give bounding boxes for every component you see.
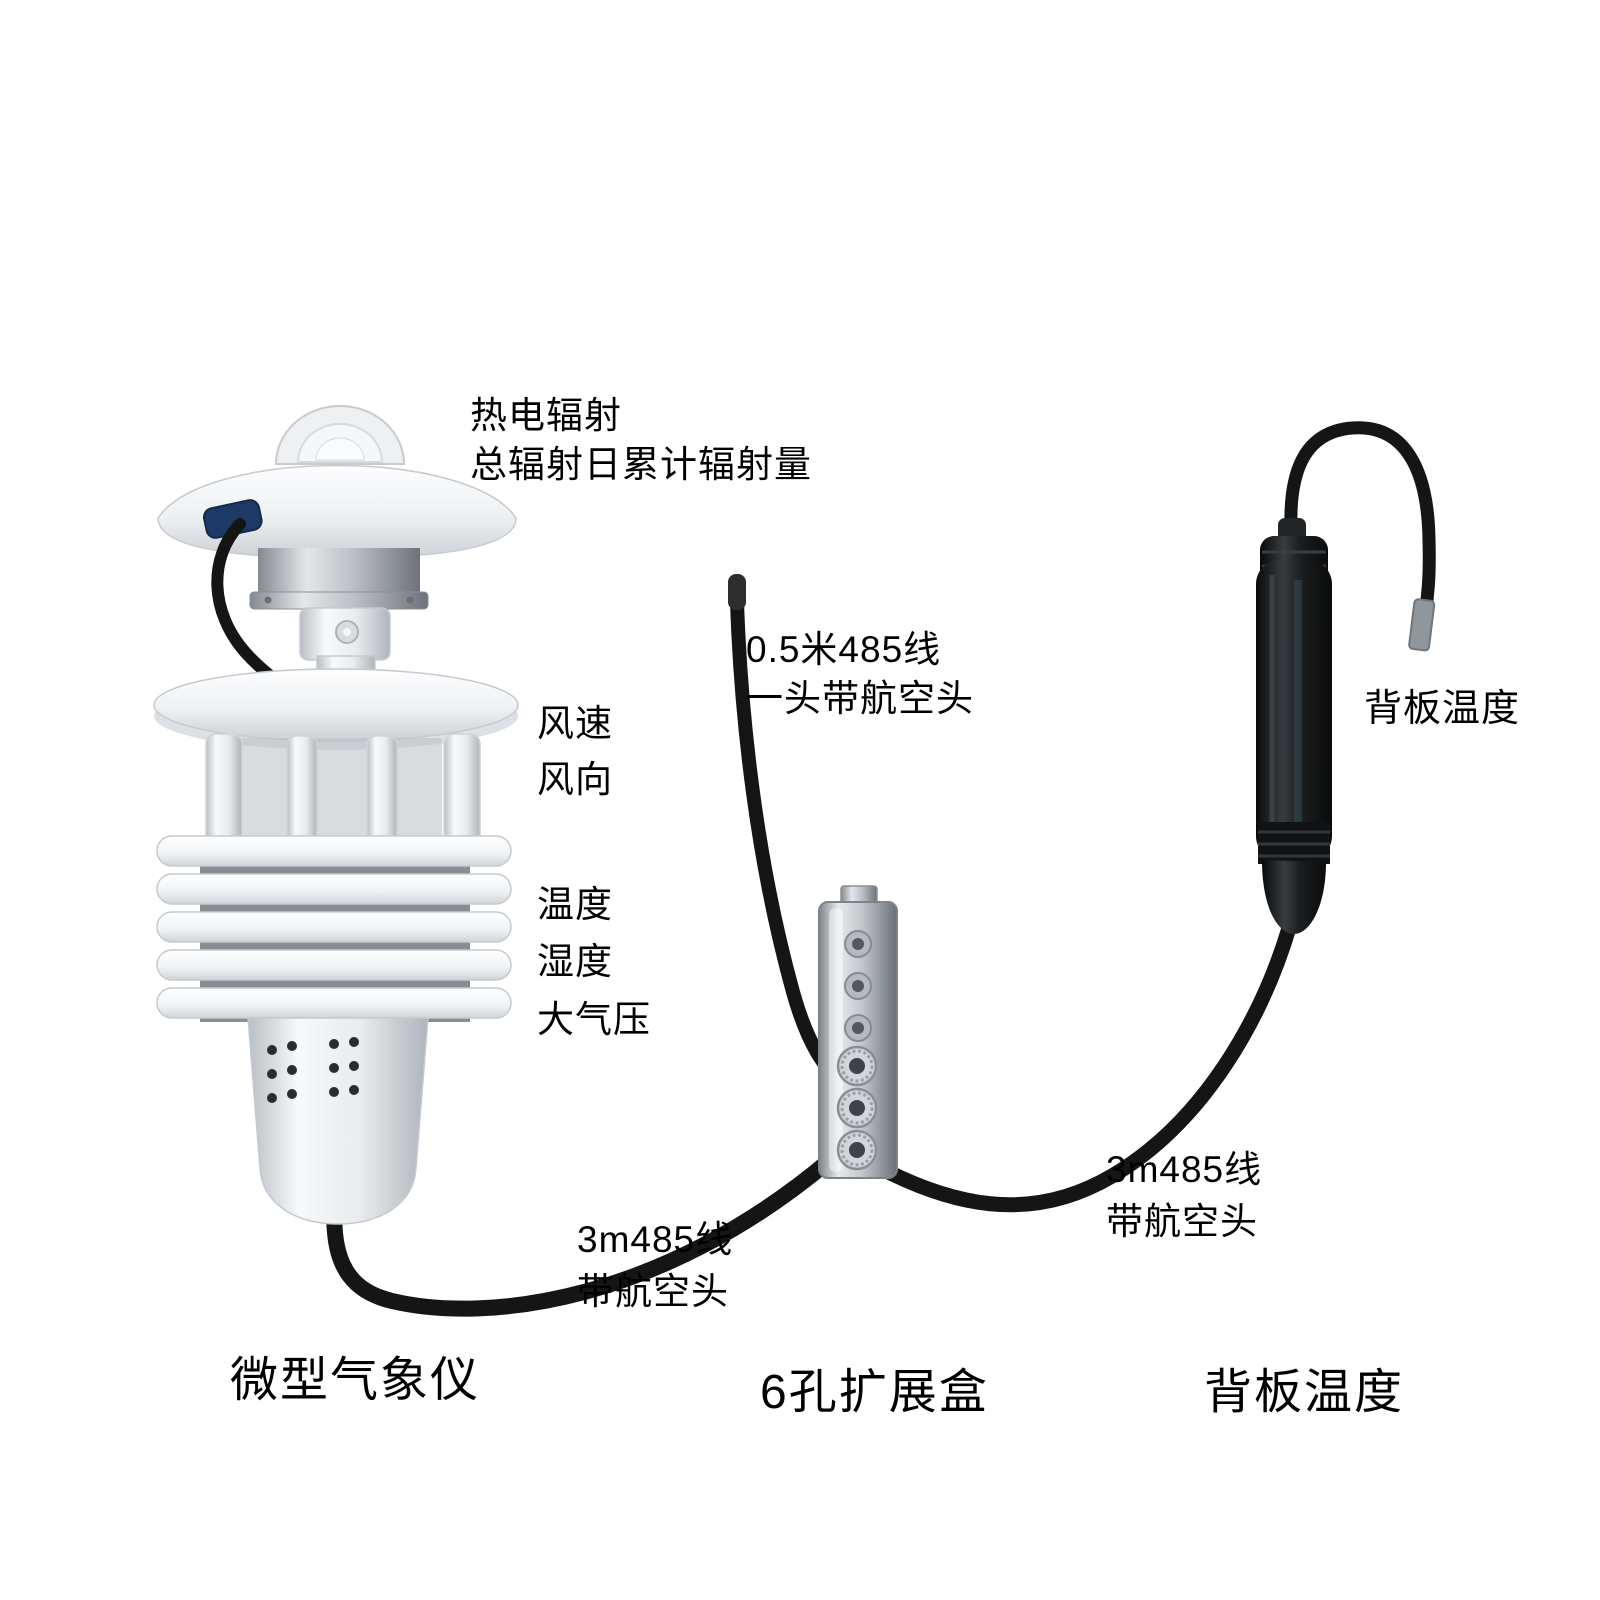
radiation-annotation: 热电辐射 总辐射日累计辐射量 — [470, 395, 812, 485]
wind-annotation: 风速 风向 — [537, 703, 613, 800]
weather-station — [153, 405, 519, 1225]
expansion-box — [818, 885, 898, 1179]
backplane-probe-annotation: 背板温度 — [1364, 688, 1521, 730]
box-aviation-connectors — [836, 1045, 878, 1171]
box-upper-ports — [844, 930, 872, 1042]
cable-3m-left-annotation: 3m485线 带航空头 — [577, 1219, 734, 1312]
backplane-sensor — [1256, 518, 1332, 934]
neck-flange — [249, 591, 429, 610]
wind-disc — [153, 668, 519, 742]
sensor-body — [1256, 560, 1332, 860]
sensor-top-cable — [1284, 421, 1436, 621]
backplane-sensor-caption: 背板温度 — [1204, 1366, 1405, 1419]
flange-screw — [264, 596, 272, 604]
cables — [326, 421, 1436, 1317]
pyranometer-dome — [274, 405, 406, 465]
sensor-nose — [1262, 860, 1326, 934]
cable-3m-left — [326, 1142, 838, 1317]
temp-humidity-pressure-annotation: 温度 湿度 大气压 — [537, 884, 651, 1040]
expansion-box-caption: 6孔扩展盒 — [760, 1366, 989, 1419]
vent-holes — [267, 1037, 359, 1103]
cable-05m-end-tip — [728, 574, 746, 610]
neck-cylinder — [258, 548, 420, 596]
cable-3m-right — [844, 920, 1297, 1213]
box-highlight — [829, 908, 843, 1172]
weather-station-caption: 微型气象仪 — [230, 1354, 481, 1407]
louver-shield — [156, 835, 512, 1022]
flange-screw — [406, 596, 414, 604]
cable-3m-right-annotation: 3m485线 带航空头 — [1106, 1149, 1263, 1242]
radiation-dome-body — [157, 464, 517, 559]
cable-05m-annotation: 0.5米485线 一头带航空头 — [746, 629, 974, 719]
wind-section — [205, 733, 481, 845]
sensor-cable-ferrule — [1408, 598, 1436, 652]
